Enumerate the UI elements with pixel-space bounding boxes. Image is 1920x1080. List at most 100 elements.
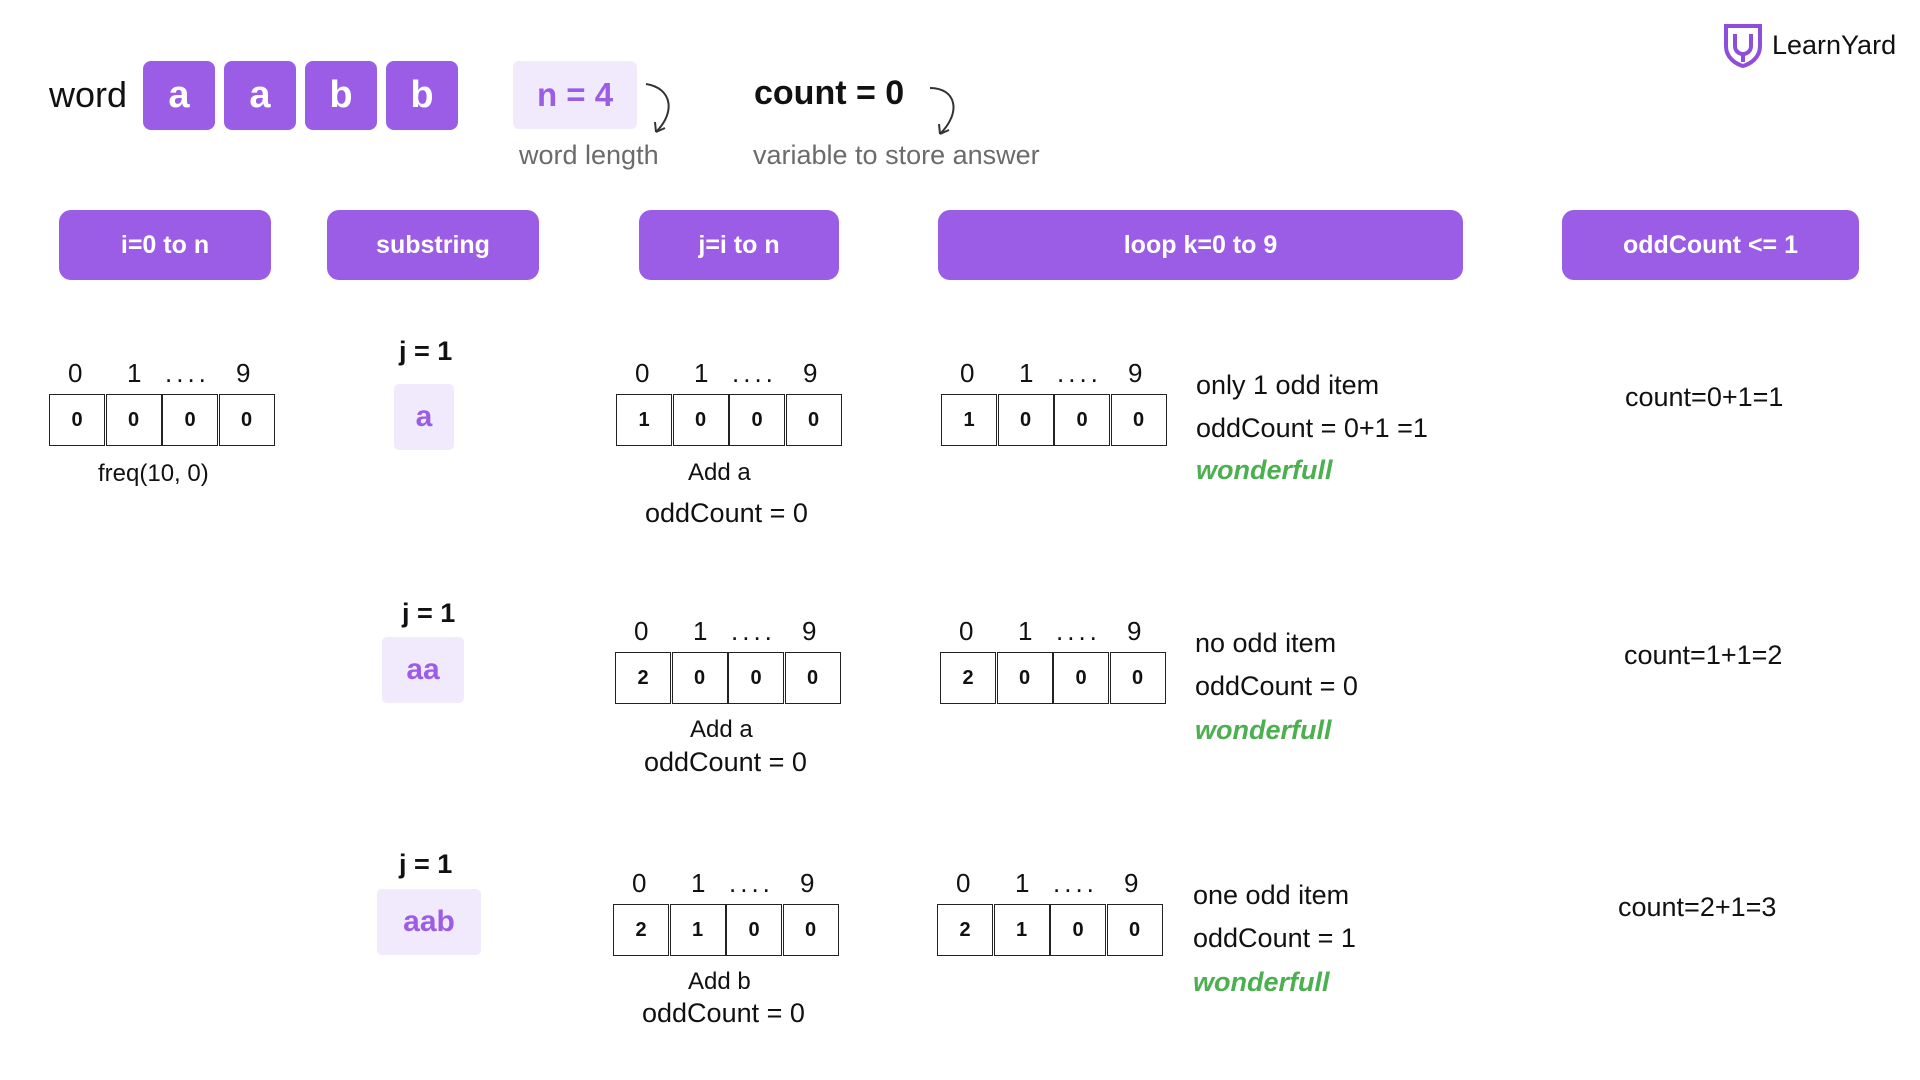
index-dots: .... [1053, 868, 1098, 898]
freq-cell: 0 [1110, 394, 1167, 446]
word-letters: a a b b [143, 61, 458, 130]
learnyard-logo-icon [1724, 24, 1762, 68]
freq-caption: freq(10, 0) [98, 460, 209, 487]
freq-cell: 0 [782, 904, 839, 956]
freq-cell: 0 [729, 394, 785, 446]
index-label: 1 [127, 358, 142, 388]
freq-array: 0 1 .... 9 2 0 0 0 [615, 616, 841, 704]
index-label: 9 [1127, 616, 1142, 646]
substring-box: aa [382, 637, 464, 703]
freq-cell: 0 [726, 904, 782, 956]
curved-arrow-icon [929, 87, 955, 135]
freq-cell: 0 [785, 394, 842, 446]
substring-box: aab [377, 889, 481, 955]
freq-array-initial: 0 1 .... 9 0 0 0 0 [49, 358, 275, 446]
freq-array: 0 1 .... 9 1 0 0 0 [616, 358, 842, 446]
freq-cell: 0 [105, 394, 162, 446]
index-dots: .... [732, 358, 777, 388]
add-text: Add b [688, 968, 751, 995]
freq-cell: 1 [616, 394, 672, 446]
j-label: j = 1 [402, 598, 456, 628]
count-update: count=1+1=2 [1624, 640, 1783, 670]
word-letter: b [386, 61, 458, 130]
freq-cell: 0 [1109, 652, 1166, 704]
header-i-loop: i=0 to n [59, 210, 271, 280]
freq-cell: 0 [49, 394, 105, 446]
header-k-loop: loop k=0 to 9 [938, 210, 1463, 280]
freq-cell: 1 [993, 904, 1050, 956]
freq-cell: 1 [669, 904, 726, 956]
index-dots: .... [1057, 358, 1102, 388]
odd-count-text: oddCount = 0 [645, 498, 808, 528]
index-label: 0 [632, 868, 647, 898]
loop-array: 0 1 .... 9 1 0 0 0 [941, 358, 1167, 446]
freq-cell: 2 [615, 652, 671, 704]
note-line: oddCount = 0 [1195, 671, 1358, 701]
freq-cell: 0 [728, 652, 784, 704]
add-text: Add a [690, 716, 753, 743]
freq-cell: 0 [1054, 394, 1110, 446]
index-label: 1 [1015, 868, 1030, 898]
freq-cell: 0 [784, 652, 841, 704]
index-label: 1 [1018, 616, 1033, 646]
freq-cell: 0 [996, 652, 1053, 704]
index-label: 9 [800, 868, 815, 898]
index-label: 0 [959, 616, 974, 646]
index-label: 1 [691, 868, 706, 898]
index-label: 1 [693, 616, 708, 646]
odd-count-text: oddCount = 0 [644, 747, 807, 777]
freq-cell: 2 [937, 904, 993, 956]
add-text: Add a [688, 459, 751, 486]
note-line: oddCount = 0+1 =1 [1196, 413, 1428, 443]
index-label: 0 [635, 358, 650, 388]
count-caption: variable to store answer [753, 140, 1040, 170]
loop-array: 0 1 .... 9 2 0 0 0 [940, 616, 1166, 704]
loop-array: 0 1 .... 9 2 1 0 0 [937, 868, 1163, 956]
index-label: 0 [68, 358, 83, 388]
freq-cell: 0 [1106, 904, 1163, 956]
freq-cell: 0 [162, 394, 218, 446]
index-label: 1 [694, 358, 709, 388]
j-label: j = 1 [399, 336, 453, 366]
logo-text: LearnYard [1772, 29, 1897, 60]
n-caption: word length [519, 140, 659, 170]
note-line: one odd item [1193, 880, 1350, 910]
index-dots: .... [1056, 616, 1101, 646]
index-label: 9 [802, 616, 817, 646]
wonderfull-label: wonderfull [1196, 455, 1333, 485]
learnyard-logo: LearnYard [1722, 22, 1896, 68]
count-update: count=2+1=3 [1618, 892, 1777, 922]
index-label: 9 [803, 358, 818, 388]
curved-arrow-icon [645, 83, 670, 133]
word-letter: a [143, 61, 215, 130]
note-line: only 1 odd item [1196, 370, 1380, 400]
note-line: no odd item [1195, 628, 1337, 658]
index-labels: 0 1 .... 9 [49, 358, 275, 394]
header-j-loop: j=i to n [639, 210, 839, 280]
index-dots: .... [165, 358, 210, 388]
index-label: 0 [956, 868, 971, 898]
freq-cell: 0 [997, 394, 1054, 446]
count-update: count=0+1=1 [1625, 382, 1784, 412]
note-line: oddCount = 1 [1193, 923, 1356, 953]
index-label: 0 [634, 616, 649, 646]
index-dots: .... [731, 616, 776, 646]
word-label: word [49, 74, 128, 115]
index-dots: .... [729, 868, 774, 898]
freq-cell: 2 [940, 652, 996, 704]
header-substring: substring [327, 210, 539, 280]
freq-cell: 1 [941, 394, 997, 446]
freq-array: 0 1 .... 9 2 1 0 0 [613, 868, 839, 956]
index-label: 9 [1124, 868, 1139, 898]
wonderfull-label: wonderfull [1193, 967, 1330, 997]
index-label: 1 [1019, 358, 1034, 388]
freq-cell: 0 [672, 394, 729, 446]
freq-cell: 0 [1053, 652, 1109, 704]
freq-cell: 2 [613, 904, 669, 956]
header-odd-count: oddCount <= 1 [1562, 210, 1859, 280]
index-label: 0 [960, 358, 975, 388]
substring-box: a [394, 384, 454, 450]
freq-cell: 0 [1050, 904, 1106, 956]
odd-count-text: oddCount = 0 [642, 998, 805, 1028]
count-variable: count = 0 [754, 74, 905, 112]
